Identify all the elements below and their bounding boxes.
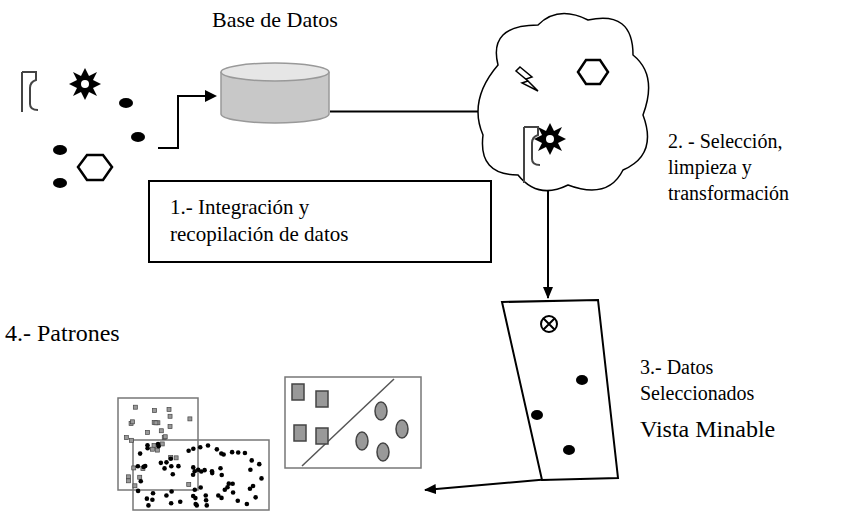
database-label: Base de Datos — [195, 6, 355, 35]
step-label: 4.- Patrones — [5, 318, 225, 349]
process-box: 1.- Integración y recopilación de datos — [148, 180, 492, 263]
cloud-shape — [468, 5, 658, 200]
flow-connector — [547, 190, 549, 298]
step-label: 1.- Integración y recopilación de datos — [170, 194, 402, 249]
cylinder-shape — [220, 62, 330, 124]
step-label: 2. - Selección, limpieza y transformació… — [668, 128, 853, 206]
flow-connector — [425, 479, 550, 490]
cloud-node: 2. - Selección, limpieza y transformació… — [465, 3, 855, 233]
patterns-node: 4.- Patrones — [5, 318, 425, 510]
para-shape — [500, 298, 620, 480]
step-sublabel: Vista Minable — [640, 414, 845, 445]
step-label: 3.- Datos Seleccionados — [640, 354, 790, 406]
flow-connector — [330, 111, 482, 113]
database-node: Base de Datos — [195, 6, 357, 126]
selected-data-node: 3.- Datos SeleccionadosVista Minable — [498, 296, 853, 482]
